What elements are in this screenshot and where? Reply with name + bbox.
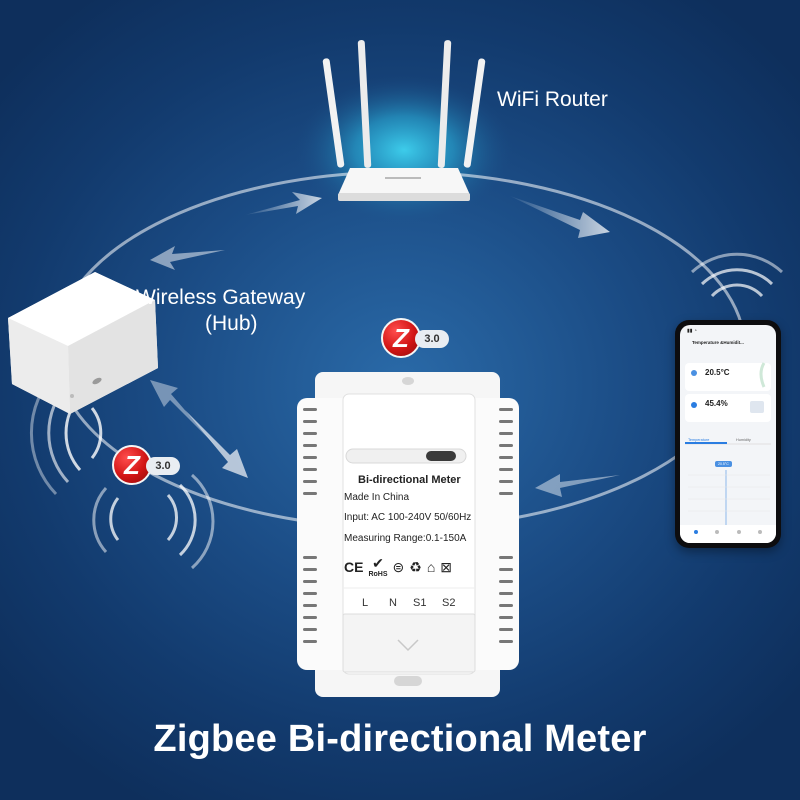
temperature-card [685,363,771,391]
meter-range-spec: Measuring Range:0.1-150A [344,533,467,544]
terminal-label-s1: S1 [413,597,427,609]
zigbee-version-tag: 3.0 [415,330,449,348]
droplet-icon [691,402,697,408]
rohs-mark: ✔ RoHS [368,555,387,578]
terminal-label-l: L [362,597,369,609]
headline: Zigbee Bi-directional Meter [153,718,647,760]
humidity-value: 45.4% [705,399,728,408]
meter-device-body [297,372,519,697]
meter-origin: Made In China [344,492,410,503]
ce-mark: CE [344,558,364,575]
badge-wifi-waves [92,473,215,570]
checkmark-icon: ✔ [372,555,384,571]
status-bar: ▮▮ ◔ [687,328,697,334]
phone-screen: ▮▮ ◔ Temperature &Humidit... 20.5°C 45.4… [680,325,776,543]
chart-value-tooltip: 20.5°C [715,461,732,467]
rohs-label: RoHS [368,571,388,578]
wireless-gateway-device [8,272,158,414]
router-label: WiFi Router [497,88,608,111]
meter-left-vents [303,408,317,643]
router-signal-glow [294,75,514,225]
phone-icons [680,362,776,543]
active-tab-indicator [685,442,727,444]
zigbee-logo-icon: Z [112,445,152,485]
zigbee-badge-top: Z 3.0 [381,318,461,358]
gateway-sublabel: (Hub) [205,312,258,335]
meter-title: Bi-directional Meter [358,474,461,486]
smart-tab-icon [737,530,741,534]
terminal-label-n: N [389,597,397,609]
certification-marks: CE ✔ RoHS ⊜ ♻ ⌂ ⊠ [344,555,452,578]
tab-humidity[interactable]: Humidity [736,438,751,442]
profile-tab-icon [758,530,762,534]
recycle-icon: ♻ [409,558,422,575]
weee-bin-icon: ⊠ [440,558,453,575]
device-icon [750,401,764,413]
zigbee-badge-left: Z 3.0 [112,445,192,485]
smartphone: ▮▮ ◔ Temperature &Humidit... 20.5°C 45.4… [675,320,781,548]
leaf-icon [759,362,766,388]
tab-temperature[interactable]: Temperature [688,438,710,442]
phone-screen-title: Temperature &Humidit... [692,340,744,345]
data-flow-arrows [150,192,620,497]
meter-input-spec: Input: AC 100-240V 50/60Hz [344,512,472,523]
zigbee-version-tag: 3.0 [146,457,180,475]
scene-tab-icon [715,530,719,534]
house-icon: ⌂ [426,558,436,575]
gateway-label: Wireless Gateway [136,286,306,309]
meter-right-vents [499,408,513,643]
temperature-value: 20.5°C [705,368,730,377]
wifi-router-device [322,40,486,201]
green-dot-icon: ⊜ [392,558,405,575]
phone-wifi-waves [690,252,784,298]
home-tab-icon [694,530,698,534]
terminal-label-s2: S2 [442,597,456,609]
thermometer-icon [691,370,697,376]
